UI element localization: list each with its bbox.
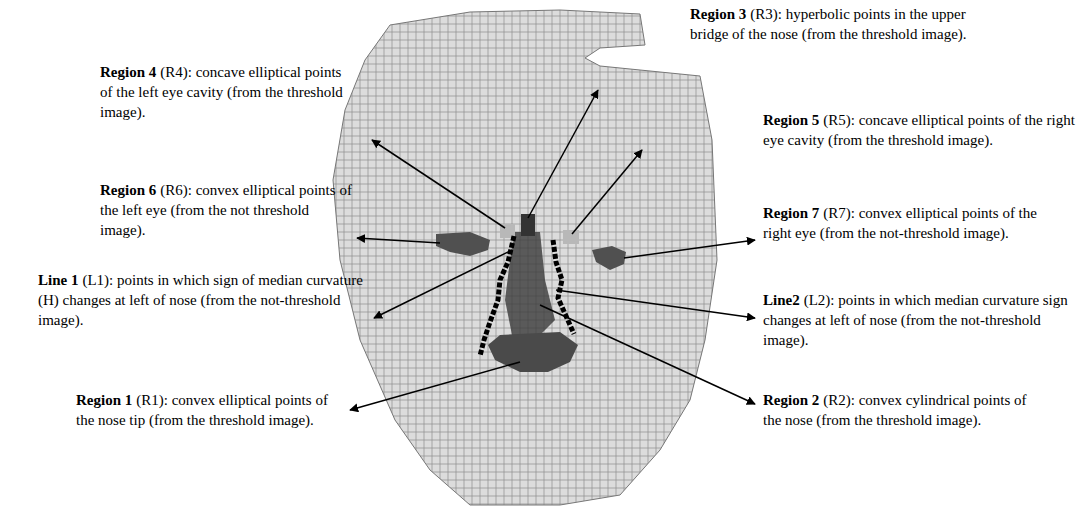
leader-arrow [528,90,598,218]
leader-arrow [374,250,512,318]
nose-tip-region [488,332,578,372]
callout-text: Line 1(L1): points in which sign of medi… [38,270,373,330]
leader-arrow [357,238,440,243]
region-description: (L1): points in which sign of median cur… [38,272,363,328]
leader-arrow [572,150,642,234]
callout-text: Region 6(R6): convex elliptical points o… [100,180,352,240]
face-mesh [333,10,717,505]
leader-arrow [372,140,505,228]
region-name: Region 2 [763,392,819,408]
callout-text: Line2(L2): points in which median curvat… [763,290,1083,350]
callout-text: Region 1(R1): convex elliptical points o… [76,390,344,430]
leader-arrow [624,240,755,258]
curvature-line-left [480,236,514,356]
callout-text: Region 7(R7): convex elliptical points o… [763,203,1063,243]
region-name: Region 4 [100,64,156,80]
callout-text: Region 5(R5): concave elliptical points … [763,110,1083,150]
region-name: Line2 [763,292,800,308]
region-name: Line 1 [38,272,78,288]
leader-arrow [350,362,520,410]
right-eye-region [592,246,626,270]
region-description: (L2): points in which median curvature s… [763,292,1068,348]
region-name: Region 1 [76,392,132,408]
region-name: Region 7 [763,205,819,221]
region-name: Region 3 [690,6,746,22]
leader-arrow [540,305,755,404]
callout-text: Region 2(R2): convex cylindrical points … [763,390,1048,430]
leader-arrow [556,290,755,318]
left-eye-region [436,232,490,256]
region-name: Region 5 [763,112,819,128]
callout-text: Region 3(R3): hyperbolic points in the u… [690,4,990,44]
right-eye-cavity-region [563,230,579,244]
region-name: Region 6 [100,182,156,198]
callout-text: Region 4(R4): concave elliptical points … [100,62,355,122]
